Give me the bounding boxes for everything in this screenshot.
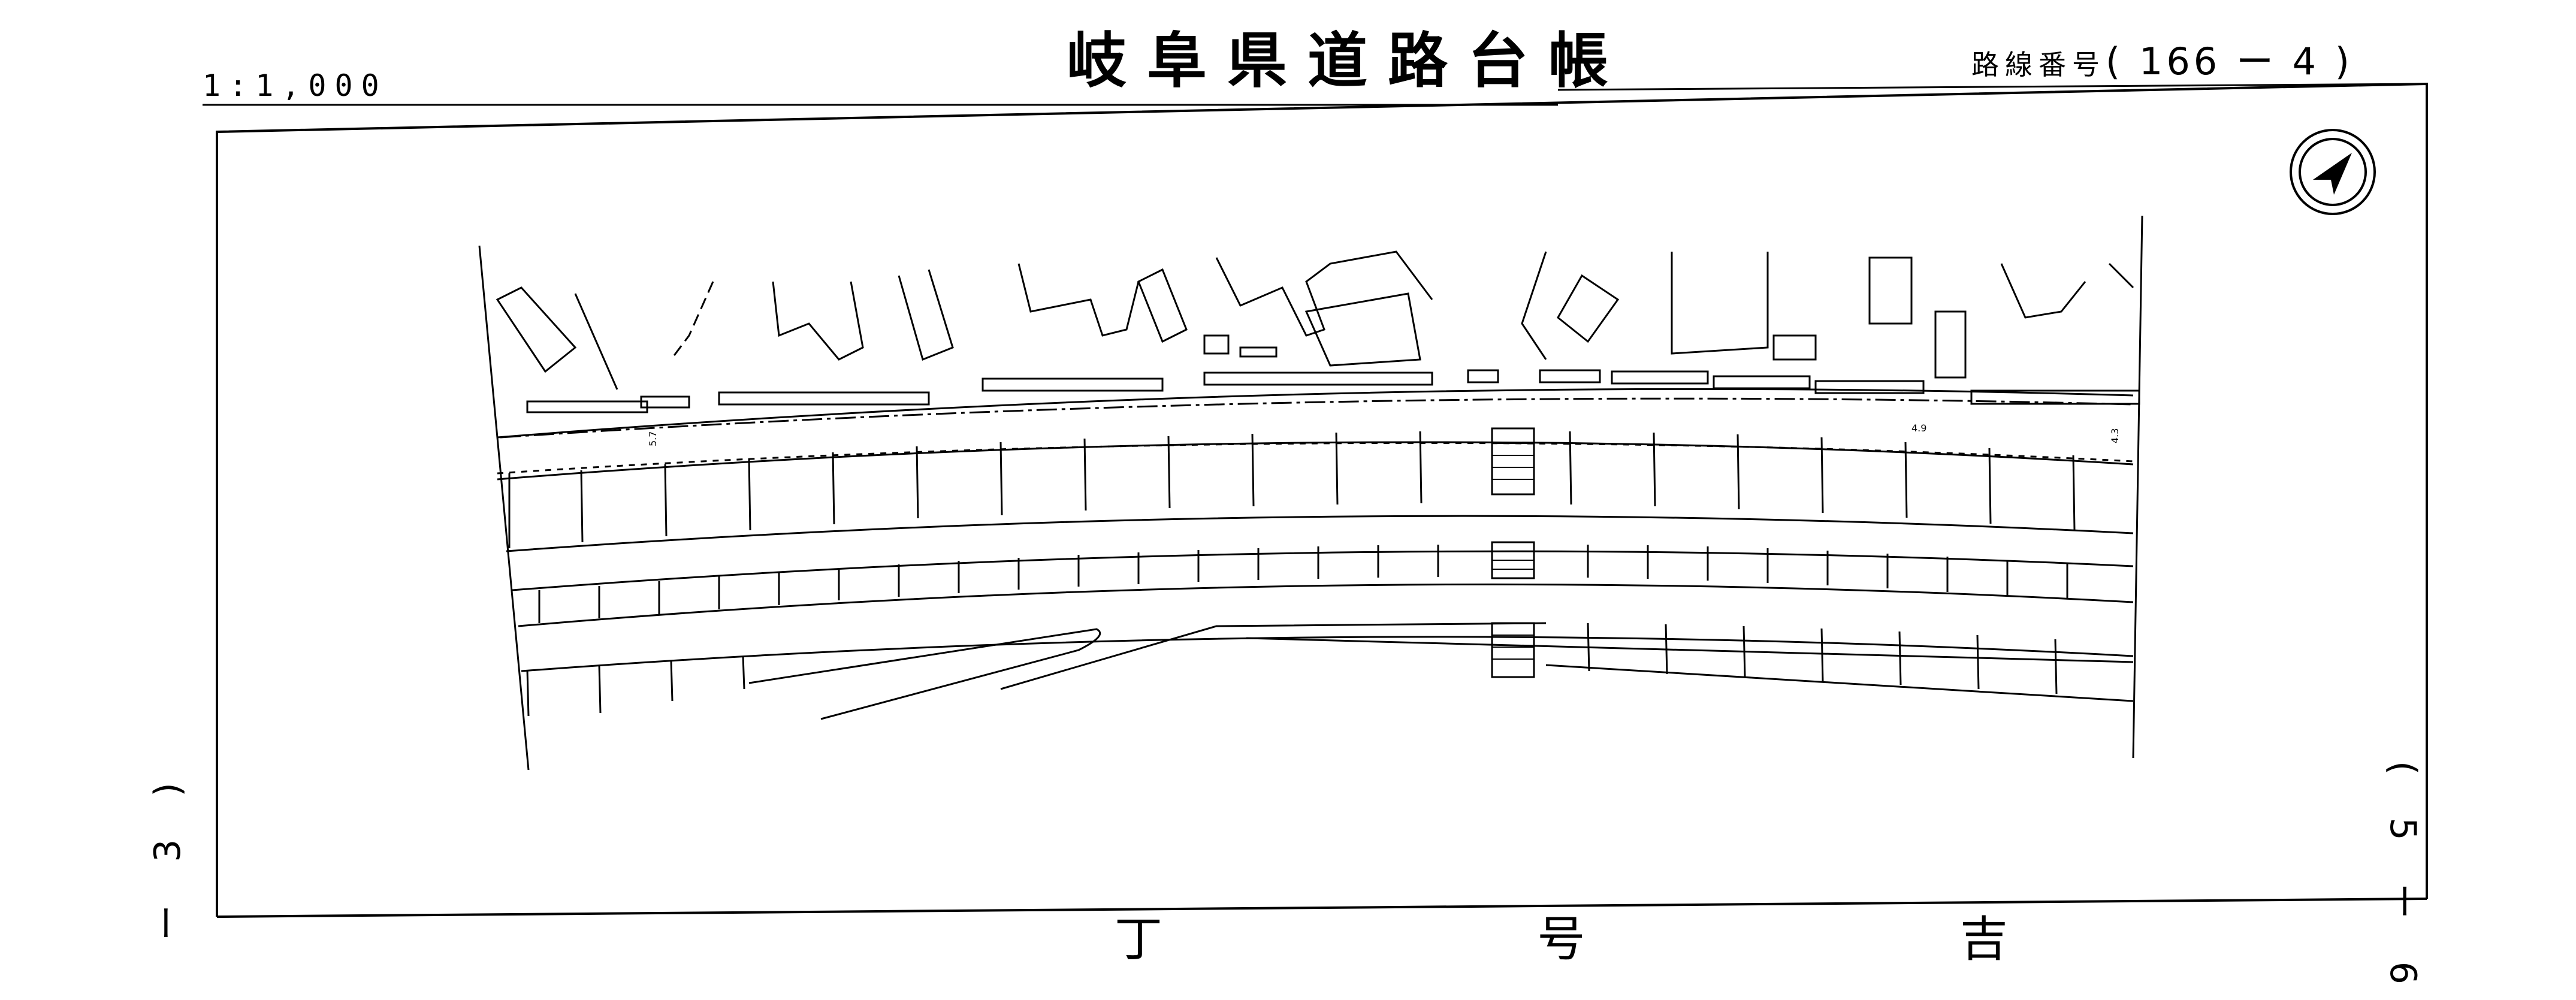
hedge-strip [1203,371,1433,386]
road-width-label-3: 4.3 [2109,428,2121,443]
building-outline [1239,346,1278,358]
hedge-strip [1539,369,1601,383]
sheet-bottom-divider [216,898,2427,918]
hedge-strip [526,400,648,413]
hedge-strip [1467,369,1499,383]
road-edge-dashed [497,442,2134,475]
road-width-label-1: 5.7 [647,431,659,446]
title-underline [1557,83,2427,91]
hedge-strip [718,391,930,406]
building-outline [2108,262,2134,289]
lane-3-top [521,636,2134,672]
hedge-strip [1970,389,2140,405]
road-map-drawing: 5.7 4.9 4.3 [203,82,2428,918]
building-outline [1304,292,1421,367]
road-centerline [500,397,2134,439]
building-outline [1137,268,1188,343]
sheet-frame [216,82,2428,917]
ramp-right [1000,622,1547,690]
building-outline [670,281,714,360]
sidewalk-line [497,388,2134,439]
building-outline [898,269,954,361]
lane-3-mid [1246,637,2134,663]
lane-3-bottom [1545,664,2134,702]
building-outline [1868,256,1913,325]
building-outline [1203,334,1230,355]
road-edge-top [497,441,2134,481]
crosswalk-3 [1491,622,1535,678]
building-outline [772,281,864,361]
north-arrow-icon [2290,129,2376,215]
lane-2-top [512,550,2134,591]
hedge-strip [1814,380,1925,394]
building-outline [1215,250,1433,337]
page-title: 岐阜県道路台帳 [1067,26,1629,96]
route-number-label: 路線番号 [1971,49,2106,81]
hedge-strip [1611,370,1709,385]
road-width-label-2: 4.9 [1911,422,1926,434]
crosswalk-1 [1491,427,1535,496]
building-outline [574,293,618,390]
building-outline [2000,263,2086,319]
route-number: 路線番号( 166 ー 4 ) [1971,43,2353,80]
building-outline [1934,310,1967,379]
ramp-merge [748,628,1101,720]
hedge-strip [982,377,1164,392]
route-number-value: ( 166 ー 4 ) [2106,40,2353,83]
lane-2-bottom [518,583,2134,627]
hedge-strip [1713,375,1811,389]
map-scale: 1:1,000 [203,68,388,103]
road-ledger-sheet: 1:1,000 岐阜県道路台帳 路線番号( 166 ー 4 ) ー 3 ) ( … [147,26,2428,1000]
building-outline [1557,274,1620,343]
hedge-strip [640,395,690,409]
building-outline [1772,334,1817,361]
building-outline [1671,252,1769,355]
building-outline [1521,251,1547,360]
building-outline [496,286,577,373]
building-outline [1017,263,1140,337]
map-left-boundary [478,245,530,771]
map-right-boundary [2132,215,2143,759]
lane-1-bottom [506,515,2134,552]
